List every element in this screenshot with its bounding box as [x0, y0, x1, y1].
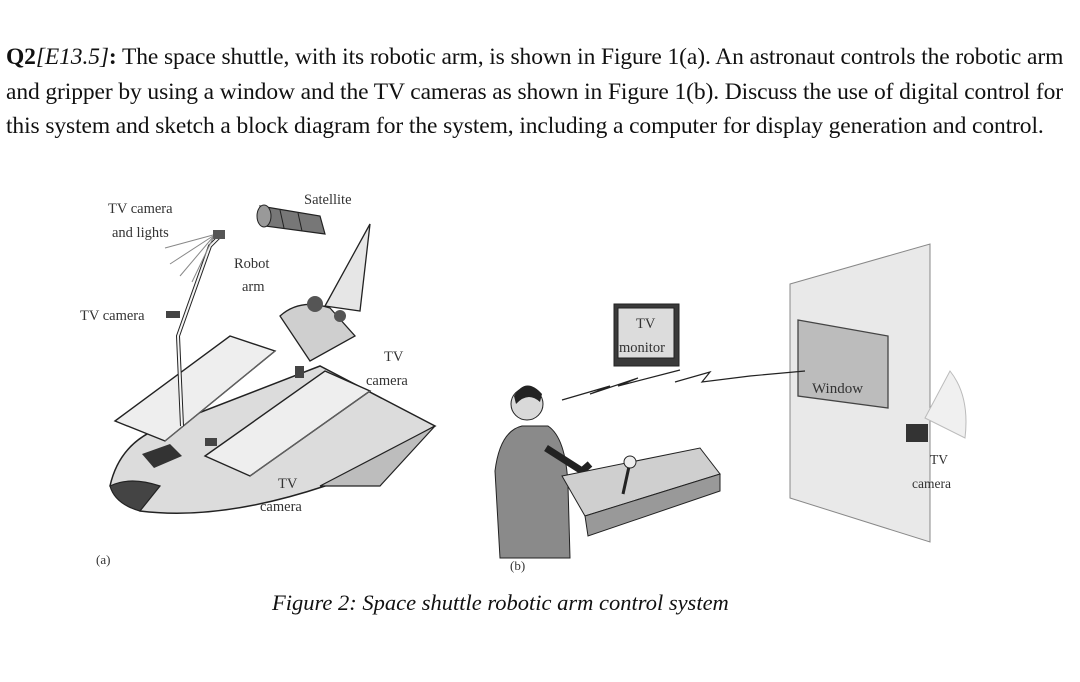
label-satellite: Satellite	[304, 192, 352, 208]
control-station-illustration	[494, 243, 967, 559]
label-tv-camera-b-2: camera	[912, 476, 951, 491]
question-text: The space shuttle, with its robotic arm,…	[6, 44, 1064, 139]
question-paragraph: Q2[E13.5]: The space shuttle, with its r…	[6, 40, 1072, 144]
panel-label-a: (a)	[96, 552, 110, 567]
label-tv-monitor-2: monitor	[619, 340, 665, 356]
label-tv-camera-mid-1: TV	[384, 349, 404, 365]
space-shuttle-figure: TV camera and lights Satellite Robot arm…	[80, 192, 967, 573]
label-robot-arm-1: Robot	[234, 256, 269, 272]
label-tv-camera-bottom-2: camera	[260, 499, 302, 515]
label-tv-camera-bottom-1: TV	[278, 476, 298, 492]
panel-label-b: (b)	[510, 558, 525, 573]
question-source: [E13.5]	[35, 44, 109, 70]
question-colon: :	[108, 44, 117, 70]
astronaut-icon	[494, 385, 593, 559]
satellite-icon	[256, 204, 326, 235]
label-robot-arm-2: arm	[242, 279, 265, 295]
label-window: Window	[812, 381, 863, 397]
label-tv-camera-b-1: TV	[930, 452, 948, 467]
label-tv-monitor-1: TV	[636, 316, 656, 332]
label-tv-camera-mid-2: camera	[366, 373, 408, 389]
label-tv-camera-lights-1: TV camera	[108, 201, 173, 217]
figure-caption: Figure 2: Space shuttle robotic arm cont…	[272, 590, 729, 615]
shuttle-illustration	[109, 204, 437, 514]
label-tv-camera-left: TV camera	[80, 308, 145, 324]
question-id: Q2	[6, 44, 36, 70]
label-tv-camera-lights-2: and lights	[112, 225, 169, 241]
